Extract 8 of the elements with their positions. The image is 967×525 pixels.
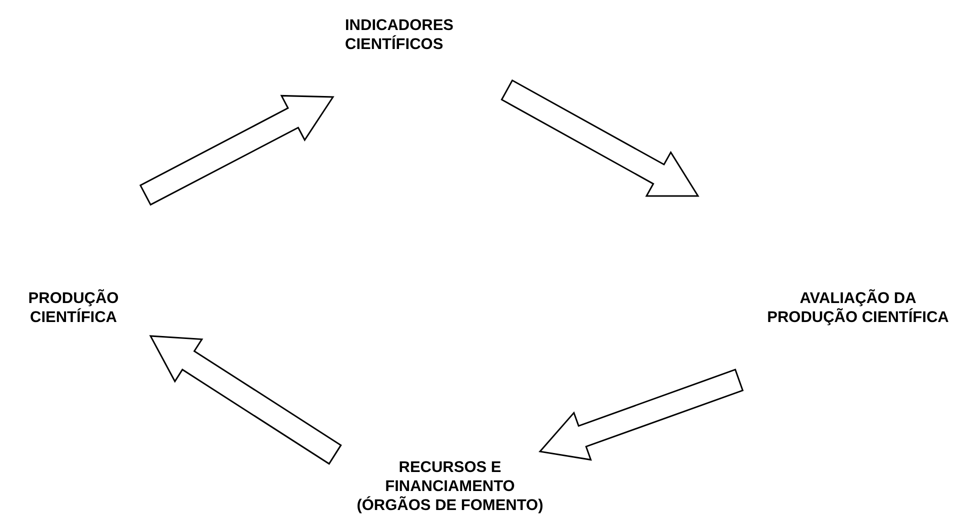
node-label: INDICADORES CIENTÍFICOS	[345, 16, 455, 54]
block-arrow	[149, 335, 342, 465]
block-arrow	[500, 79, 700, 197]
block-arrow	[139, 94, 334, 206]
block-arrow	[538, 368, 744, 461]
node-label: RECURSOS E FINANCIAMENTO (ÓRGÃOS DE FOMENTO)	[356, 458, 544, 515]
node-label: PRODUÇÃO CIENTÍFICA	[27, 289, 120, 327]
node-label: AVALIAÇÃO DA PRODUÇÃO CIENTÍFICA	[766, 289, 950, 327]
